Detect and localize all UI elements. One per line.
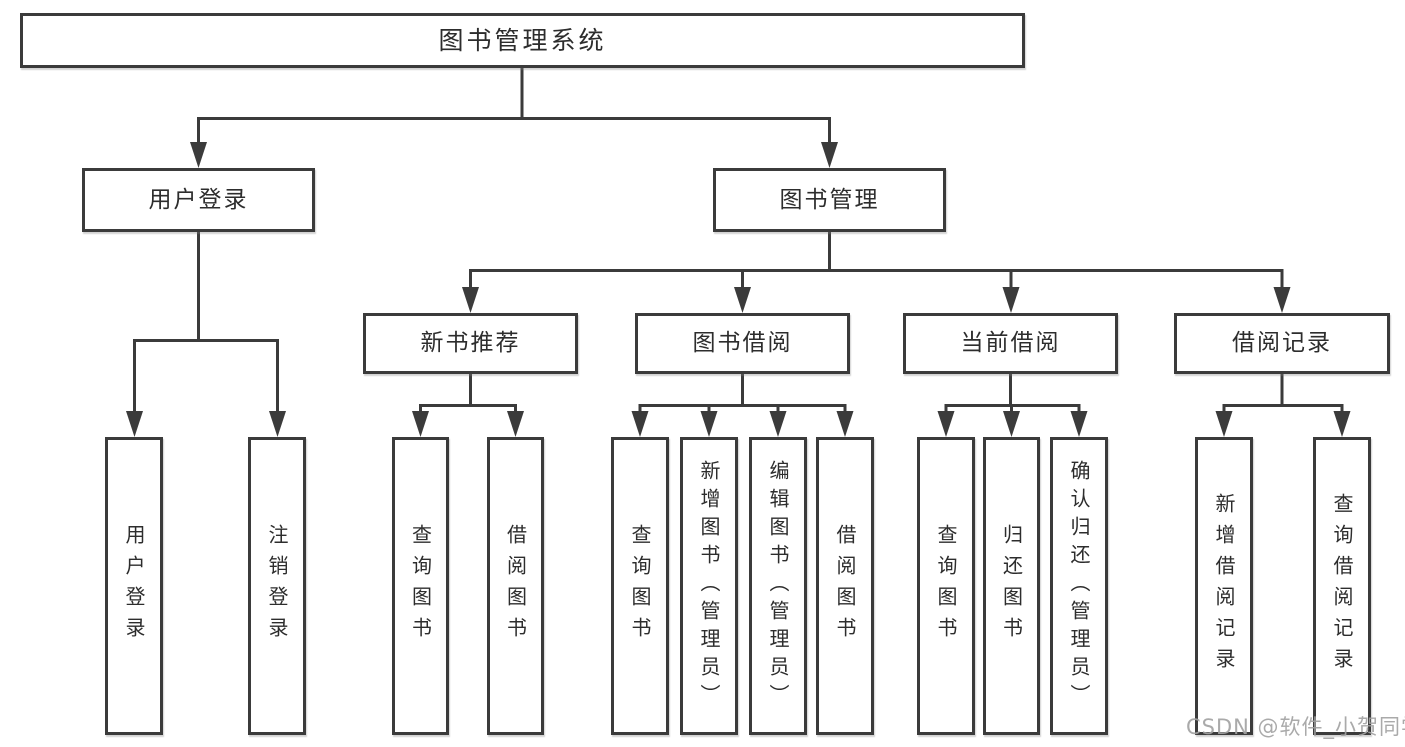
node-user-login: 用户登录 bbox=[82, 168, 315, 232]
csdn-watermark: CSDN @软件_小贺同学 bbox=[1186, 715, 1405, 739]
arrowhead-down-icon bbox=[769, 411, 787, 437]
leaf-query-book-1-label: 查询图书 bbox=[408, 524, 433, 648]
arrowhead-down-icon bbox=[836, 411, 854, 437]
node-current-borrow: 当前借阅 bbox=[903, 313, 1118, 374]
arrowhead-down-icon bbox=[1002, 287, 1020, 313]
arrowhead-down-icon bbox=[821, 142, 838, 168]
node-book-management: 图书管理 bbox=[713, 168, 946, 232]
connector-newbook-to-leaves bbox=[419, 373, 517, 417]
arrowhead-down-icon bbox=[269, 411, 286, 437]
leaf-query-book-2: 查询图书 bbox=[611, 437, 669, 735]
leaf-add-book-admin-label: 新增图书（管理员） bbox=[697, 460, 721, 712]
leaf-edit-book-admin: 编辑图书（管理员） bbox=[749, 437, 807, 735]
arrowhead-down-icon bbox=[1273, 287, 1291, 313]
arrowhead-down-icon bbox=[1070, 411, 1088, 437]
arrowhead-down-icon bbox=[126, 411, 143, 437]
arrowhead-down-icon bbox=[190, 142, 207, 168]
leaf-confirm-return-admin-label: 确认归还（管理员） bbox=[1067, 460, 1091, 712]
arrowhead-down-icon bbox=[937, 411, 955, 437]
leaf-borrow-book-2: 借阅图书 bbox=[816, 437, 874, 735]
arrowhead-down-icon bbox=[700, 411, 718, 437]
node-borrow-records-label: 借阅记录 bbox=[1232, 330, 1332, 356]
leaf-user-login-label: 用户登录 bbox=[122, 524, 146, 648]
node-current-borrow-label: 当前借阅 bbox=[960, 330, 1061, 356]
arrowhead-down-icon bbox=[1003, 411, 1020, 437]
leaf-user-login: 用户登录 bbox=[105, 437, 163, 735]
leaf-query-book-3-label: 查询图书 bbox=[934, 524, 958, 648]
connector-current-to-leaves bbox=[944, 373, 1081, 417]
node-book-borrow-label: 图书借阅 bbox=[692, 330, 793, 356]
arrowhead-down-icon bbox=[734, 287, 751, 313]
leaf-borrow-book-2-label: 借阅图书 bbox=[833, 524, 857, 648]
leaf-query-book-1: 查询图书 bbox=[392, 437, 449, 735]
node-book-borrow: 图书借阅 bbox=[635, 313, 850, 374]
leaf-add-book-admin: 新增图书（管理员） bbox=[680, 437, 738, 735]
arrowhead-down-icon bbox=[1333, 411, 1351, 437]
arrowhead-down-icon bbox=[507, 411, 524, 437]
node-user-login-label: 用户登录 bbox=[148, 186, 249, 213]
connector-records-to-leaves bbox=[1222, 373, 1344, 417]
node-new-book-recommend: 新书推荐 bbox=[363, 313, 578, 374]
leaf-borrow-book-1: 借阅图书 bbox=[487, 437, 544, 735]
node-new-book-recommend-label: 新书推荐 bbox=[420, 330, 521, 356]
leaf-add-borrow-record: 新增借阅记录 bbox=[1195, 437, 1253, 735]
leaf-query-borrow-record: 查询借阅记录 bbox=[1313, 437, 1371, 735]
node-borrow-records: 借阅记录 bbox=[1174, 313, 1390, 374]
connector-root-to-level2 bbox=[197, 66, 831, 146]
arrowhead-down-icon bbox=[412, 411, 429, 437]
leaf-query-book-2-label: 查询图书 bbox=[628, 524, 652, 648]
leaf-query-book-3: 查询图书 bbox=[917, 437, 975, 735]
arrowhead-down-icon bbox=[631, 411, 649, 437]
leaf-confirm-return-admin: 确认归还（管理员） bbox=[1050, 437, 1108, 735]
node-book-management-label: 图书管理 bbox=[779, 186, 880, 213]
leaf-return-book: 归还图书 bbox=[983, 437, 1040, 735]
node-library-system-label: 图书管理系统 bbox=[438, 26, 607, 55]
leaf-return-book-label: 归还图书 bbox=[999, 524, 1024, 648]
node-library-system: 图书管理系统 bbox=[20, 13, 1025, 68]
leaf-logout: 注销登录 bbox=[248, 437, 306, 735]
connector-userlogin-to-leaves bbox=[133, 231, 279, 415]
leaf-logout-label: 注销登录 bbox=[265, 524, 289, 648]
arrowhead-down-icon bbox=[1215, 411, 1233, 437]
connector-borrow-to-leaves bbox=[638, 373, 847, 417]
arrowhead-down-icon bbox=[462, 287, 479, 313]
leaf-borrow-book-1-label: 借阅图书 bbox=[503, 524, 528, 648]
leaf-query-borrow-record-label: 查询借阅记录 bbox=[1330, 493, 1354, 679]
leaf-add-borrow-record-label: 新增借阅记录 bbox=[1212, 493, 1236, 679]
leaf-edit-book-admin-label: 编辑图书（管理员） bbox=[766, 460, 790, 712]
connector-bookmgmt-to-level3 bbox=[469, 231, 1284, 291]
